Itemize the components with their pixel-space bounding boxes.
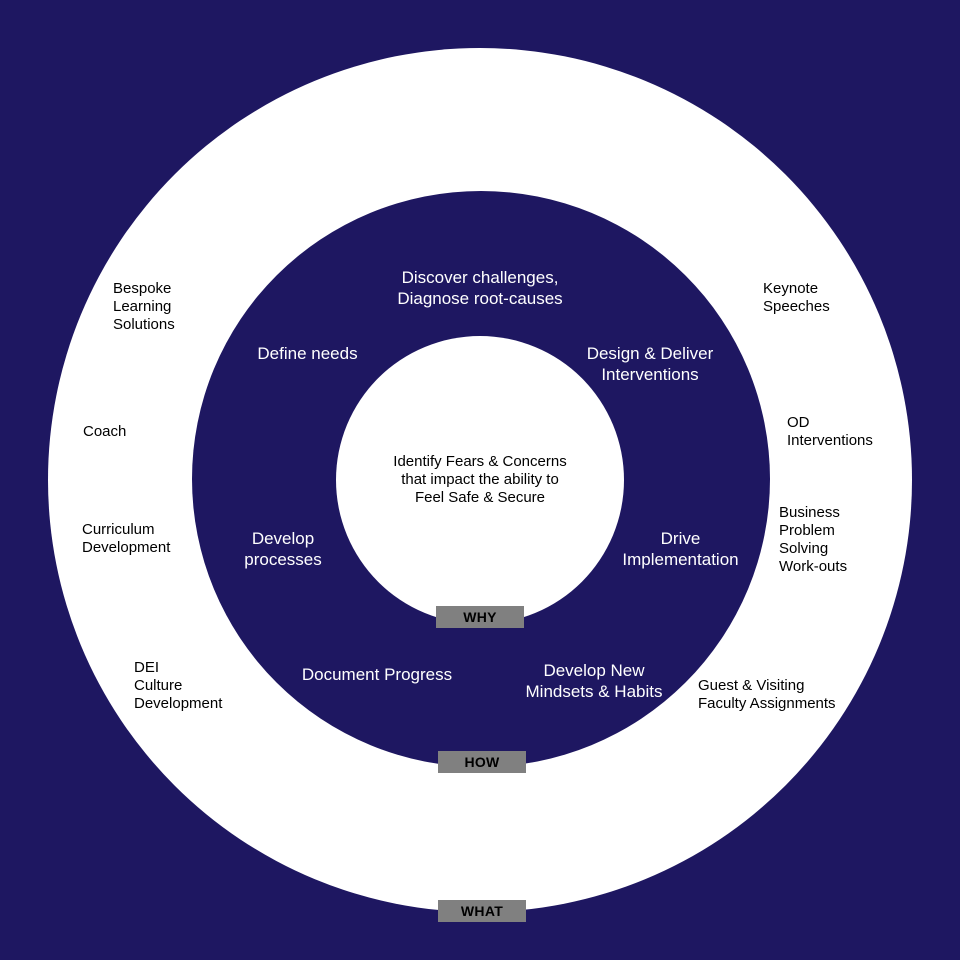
what-item-bespoke-learning: Bespoke Learning Solutions [113,280,175,333]
how-tag: HOW [438,751,526,773]
how-item-define-needs: Define needs [257,344,358,363]
what-tag: WHAT [438,900,526,922]
why-tag: WHY [436,606,524,628]
what-item-business-problem-solving: Business Problem Solving Work-outs [779,504,848,575]
how-item-develop-mindsets: Develop New Mindsets & Habits [525,661,663,701]
why-core-text: Identify Fears & Concerns that impact th… [393,453,567,506]
what-item-keynote-speeches: Keynote Speeches [763,280,830,315]
how-item-document-progress: Document Progress [301,665,453,684]
what-item-curriculum-development: Curriculum Development [82,521,171,556]
what-item-od-interventions: OD Interventions [787,414,873,449]
why-core [336,336,624,624]
what-item-guest-faculty: Guest & Visiting Faculty Assignments [698,677,836,712]
how-item-develop-processes: Develop processes [244,529,322,569]
what-item-dei-culture: DEI Culture Development [134,659,223,712]
what-item-coach: Coach [83,423,127,440]
how-item-discover-diagnose: Discover challenges, Diagnose root-cause… [397,268,563,308]
how-item-drive-implementation: Drive Implementation [622,529,739,569]
how-item-design-deliver: Design & Deliver Interventions [586,344,714,384]
